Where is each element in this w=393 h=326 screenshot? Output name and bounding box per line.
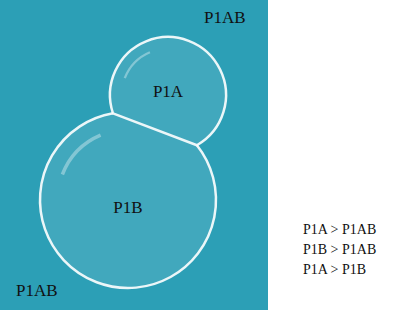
pressure-label: P1B <box>113 199 142 218</box>
bubble-highlight <box>61 134 102 176</box>
bubble-highlight <box>124 51 151 78</box>
soap-bubble: P1B <box>40 112 216 288</box>
bubble-film <box>40 113 216 288</box>
inequality-note: P1A > P1AB <box>303 222 376 237</box>
pressure-label: P1AB <box>16 282 58 301</box>
background-panel: P1AB P1AB P1A P1B <box>0 0 268 310</box>
inequality-note: P1B > P1AB <box>303 242 376 257</box>
inequality-note: P1A > P1B <box>303 262 366 277</box>
pressure-label: P1A <box>153 83 183 102</box>
pressure-label: P1AB <box>204 9 246 28</box>
